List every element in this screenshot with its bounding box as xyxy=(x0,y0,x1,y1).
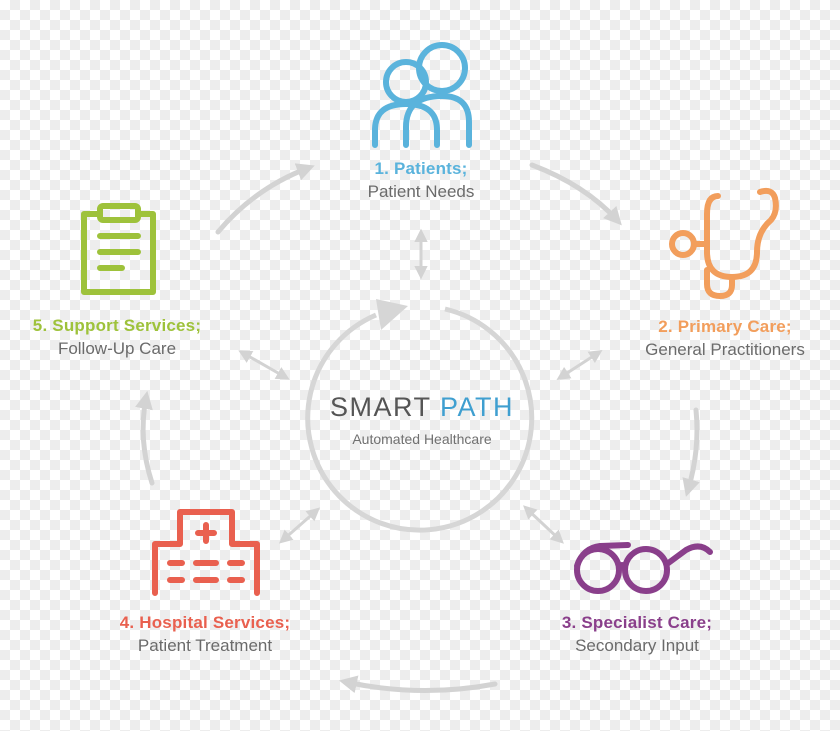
node-subtitle: Secondary Input xyxy=(575,636,699,655)
node-subtitle: General Practitioners xyxy=(645,340,805,359)
node-title: 5. Support Services; xyxy=(32,316,202,335)
node-subtitle: Follow-Up Care xyxy=(57,339,177,358)
center-ring-arrowhead xyxy=(376,299,408,330)
arrow-specialist-to-hospital xyxy=(338,675,498,694)
clipboard-icon xyxy=(81,203,156,295)
node-support-services: 5. Support Services; Follow-Up Care xyxy=(33,315,201,361)
center-ring xyxy=(305,299,535,533)
hospital-icon xyxy=(152,509,260,596)
center-title-smart: SMART xyxy=(329,392,431,422)
node-subtitle: Patient Treatment xyxy=(137,636,273,655)
node-specialist-care: 3. Specialist Care; Secondary Input xyxy=(562,612,712,658)
node-title: 2. Primary Care; xyxy=(658,317,792,336)
center-tagline: Automated Healthcare xyxy=(352,431,492,447)
users-icon xyxy=(372,42,472,148)
arrow-hospital-to-support xyxy=(135,390,155,486)
spoke-primary xyxy=(556,350,603,380)
node-patients: 1. Patients; Patient Needs xyxy=(368,158,475,204)
stethoscope-icon xyxy=(669,187,779,299)
node-hospital-services: 4. Hospital Services; Patient Treatment xyxy=(120,612,291,658)
outer-cycle-arrows xyxy=(135,162,700,694)
arrow-support-to-patients xyxy=(215,163,315,235)
node-subtitle: Patient Needs xyxy=(367,182,475,201)
arrow-primary-to-specialist xyxy=(682,407,700,497)
center-title: SMART PATH xyxy=(330,392,514,423)
spoke-arrows xyxy=(238,228,603,544)
node-title: 3. Specialist Care; xyxy=(561,613,713,632)
node-title: 1. Patients; xyxy=(374,159,468,178)
arrow-patients-to-primary xyxy=(529,162,622,226)
center-title-path: PATH xyxy=(440,392,515,422)
node-primary-care: 2. Primary Care; General Practitioners xyxy=(645,316,805,362)
glasses-icon xyxy=(574,542,713,594)
node-title: 4. Hospital Services; xyxy=(119,613,291,632)
spoke-hospital xyxy=(278,507,321,544)
spoke-support xyxy=(238,350,290,380)
spoke-specialist xyxy=(523,505,564,544)
